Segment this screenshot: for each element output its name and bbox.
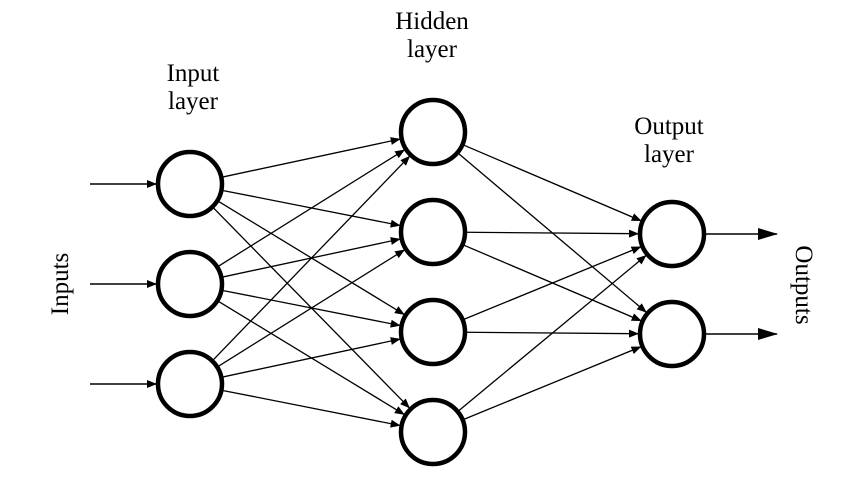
- output-neuron-1: [637, 199, 707, 269]
- io-connections: [90, 180, 778, 388]
- input-layer-title-line-2: layer: [168, 88, 218, 115]
- input-layer-title-line-1: Input: [166, 60, 220, 87]
- hidden-layer-title-line-2: layer: [407, 36, 457, 63]
- output-layer-title-line-1: Output: [634, 113, 704, 140]
- connection-input-1-to-hidden-0: [216, 149, 406, 268]
- connection-input-2-to-hidden-3: [221, 389, 401, 428]
- connection-hidden-1-to-output-1: [462, 243, 642, 322]
- connection-hidden-3-to-output-1: [462, 346, 642, 421]
- hidden-neuron-2: [398, 197, 468, 267]
- connection-input-0-to-hidden-0: [221, 137, 401, 178]
- connection-input-2-to-hidden-1: [216, 249, 406, 368]
- connection-input-0-to-hidden-1: [221, 189, 401, 228]
- connection-input-2-to-hidden-0: [211, 155, 411, 362]
- input-neuron-3: [155, 349, 225, 419]
- connection-input-0-to-hidden-2: [216, 200, 405, 315]
- connection-hidden-2-to-output-0: [462, 246, 642, 321]
- connection-input-1-to-hidden-2: [221, 289, 401, 328]
- layer-connections: [211, 137, 647, 428]
- hidden-layer-title: Hidden layer: [374, 8, 490, 64]
- hidden-neuron-1: [398, 97, 468, 167]
- connection-hidden-1-to-output-0: [464, 229, 640, 238]
- inputs-label: Inputs: [47, 252, 74, 316]
- outputs-label: Outputs: [790, 245, 817, 325]
- input-layer-title: Input layer: [150, 60, 236, 116]
- hidden-neuron-3: [398, 297, 468, 367]
- connection-input-1-to-hidden-3: [216, 300, 405, 415]
- connection-hidden-0-to-output-0: [462, 143, 642, 222]
- output-neuron-2: [637, 299, 707, 369]
- output-layer-title: Output layer: [614, 113, 724, 169]
- connection-input-2-to-hidden-2: [221, 337, 401, 378]
- hidden-neuron-4: [398, 397, 468, 467]
- output-layer-title-line-2: layer: [644, 141, 694, 168]
- hidden-layer-title-line-1: Hidden: [395, 8, 469, 35]
- input-neuron-1: [155, 149, 225, 219]
- connection-hidden-3-to-output-0: [457, 255, 647, 413]
- neurons: [155, 97, 707, 467]
- input-neuron-2: [155, 249, 225, 319]
